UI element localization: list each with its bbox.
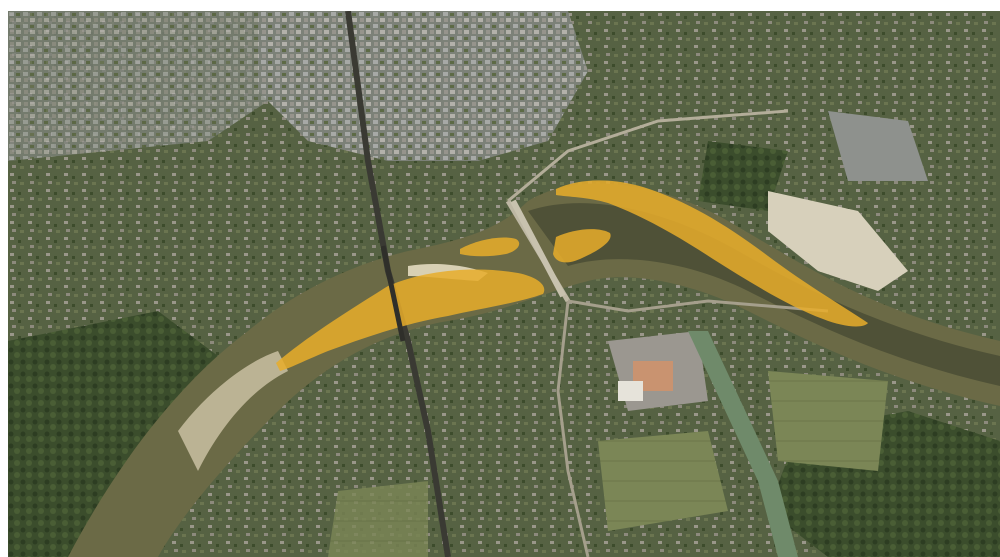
road-east [567,299,829,313]
zone-sandbar-west[interactable] [276,269,545,371]
forest-southwest [8,311,238,557]
field-east [768,371,888,471]
field-southwest [328,481,428,557]
sandbank-west [178,351,288,471]
urban-northwest [8,11,268,161]
aerial-map-frame[interactable] [8,11,1000,557]
highlighted-zones [276,180,868,371]
quarry-area [768,191,908,291]
zone-island-small-center[interactable] [460,237,520,257]
forest-east-strip [698,141,788,211]
white-roof [618,381,643,401]
field-south [598,431,728,531]
bridge-east [510,199,566,298]
industrial-east [828,111,928,181]
aerial-map[interactable] [8,11,1000,557]
zone-sandbar-east[interactable] [556,180,868,327]
urban-center [258,11,588,161]
river-channel [528,203,1000,386]
road-northeast [507,109,789,203]
canal [688,331,798,557]
zone-island-near-bridge[interactable] [553,229,611,263]
bridge-west [380,245,406,342]
road-south [556,300,590,557]
